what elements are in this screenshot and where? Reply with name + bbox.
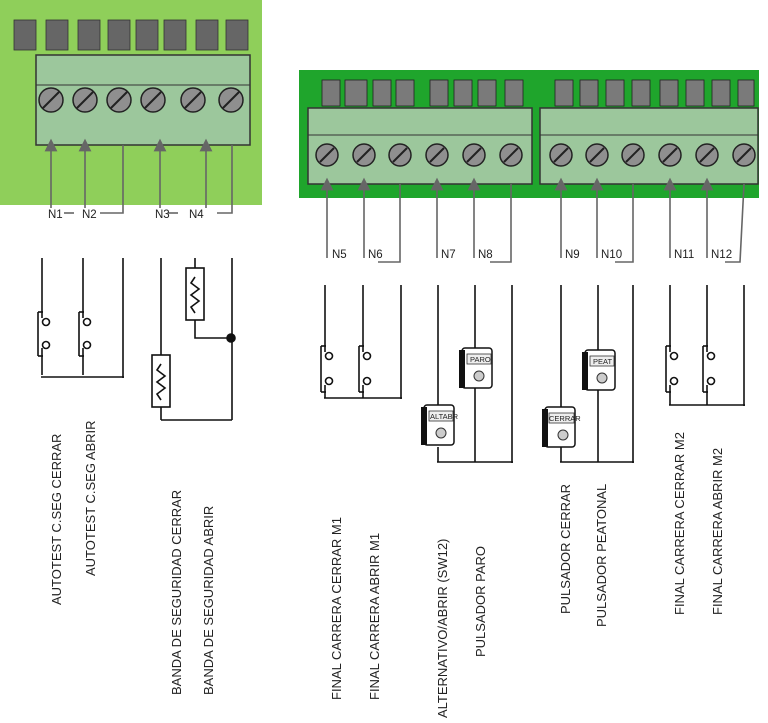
label-final-abrir-m2: FINAL CARRERA ABRIR M2 [710,448,725,615]
right-terminal-block-1 [307,107,533,185]
left-vertical-labels: AUTOTEST C.SEG CERRAR AUTOTEST C.SEG ABR… [49,420,216,695]
right-circuit-m1 [320,285,402,399]
label-banda-abrir: BANDA DE SEGURIDAD ABRIR [201,506,216,695]
input-label-n6: N6 [368,249,383,261]
right-terminal-wires [320,177,745,263]
right-vertical-labels: FINAL CARRERA CERRAR M1 FINAL CARRERA AB… [329,432,725,718]
label-banda-cerrar: BANDA DE SEGURIDAD CERRAR [169,490,184,695]
left-terminal-board [0,0,262,205]
right-input-labels: N5 N6 N7 N8 N9 N10 N11 N12 [332,249,732,261]
pulsador-altabr: ALTABR [421,404,459,446]
input-label-n10: N10 [601,249,622,261]
pulsador-paro: PARO [459,347,493,389]
label-final-abrir-m1: FINAL CARRERA ABRIR M1 [367,533,382,700]
right-circuit-buttons-1: ALTABR PARO [421,285,513,463]
input-label-n5: N5 [332,249,347,261]
pulsador-cerrar: CERRAR [542,406,581,448]
left-circuit [37,258,236,421]
input-label-n8: N8 [478,249,493,261]
input-label-n2: N2 [82,209,97,221]
input-label-n7: N7 [441,249,456,261]
right-terminal-board [299,70,759,198]
left-input-labels: N1 N2 N3 N4 [48,209,204,221]
left-components [13,19,249,51]
right-circuit-m2 [665,285,745,406]
paro-label: PARO [470,355,491,364]
label-final-cerrar-m1: FINAL CARRERA CERRAR M1 [329,517,344,700]
label-pulsador-cerrar: PULSADOR CERRAR [558,484,573,614]
input-label-n3: N3 [155,209,170,221]
label-final-cerrar-m2: FINAL CARRERA CERRAR M2 [672,432,687,615]
label-autotest-cerrar: AUTOTEST C.SEG CERRAR [49,434,64,605]
peat-label: PEAT [593,357,612,366]
right-circuit-buttons-2: CERRAR PEAT [542,285,634,463]
right-components [321,79,755,107]
right-terminal-block-2 [539,107,759,185]
label-autotest-abrir: AUTOTEST C.SEG ABRIR [83,420,98,576]
left-terminal-wires [44,138,233,214]
label-pulsador-peatonal: PULSADOR PEATONAL [594,484,609,627]
pulsador-peat: PEAT [582,349,616,391]
label-pulsador-paro: PULSADOR PARO [473,546,488,657]
input-label-n12: N12 [711,249,732,261]
label-alternativo-abrir: ALTERNATIVO/ABRIR (SW12) [435,539,450,718]
altabr-label: ALTABR [430,412,459,421]
input-label-n1: N1 [48,209,63,221]
input-label-n9: N9 [565,249,580,261]
cerrar-label: CERRAR [549,414,581,423]
input-label-n4: N4 [189,209,204,221]
input-label-n11: N11 [674,249,694,261]
